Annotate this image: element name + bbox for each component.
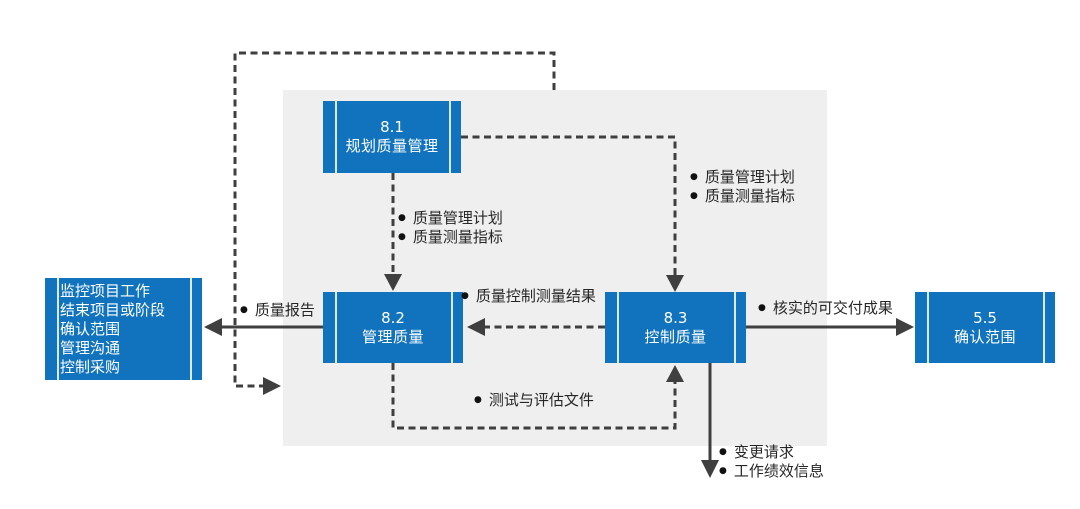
bullet-icon: ●: [690, 191, 698, 201]
bullet-icon: ●: [398, 232, 406, 242]
node-number: 5.5: [973, 308, 997, 327]
node-validate-scope: 5.5 确认范围: [915, 292, 1055, 363]
label-plan-to-manage-artifacts: ● 质量管理计划 ● 质量测量指标: [398, 209, 503, 246]
label-quality-report: ● 质量报告: [240, 301, 315, 319]
bullet-icon: ●: [474, 395, 482, 405]
artifact-item: ● 工作绩效信息: [719, 462, 824, 480]
artifact-text: 质量管理计划: [704, 168, 795, 186]
label-plan-to-control-artifacts: ● 质量管理计划 ● 质量测量指标: [690, 168, 795, 205]
artifact-text: 质量报告: [254, 301, 315, 319]
label-test-docs: ● 测试与评估文件: [474, 391, 594, 409]
label-verified-deliverables: ● 核实的可交付成果: [758, 299, 893, 317]
node-number: 8.1: [380, 118, 404, 136]
artifact-text: 变更请求: [733, 443, 794, 461]
node-number: 8.2: [381, 308, 405, 327]
external-process-item: 结束项目或阶段: [60, 301, 166, 319]
artifact-item: ● 测试与评估文件: [474, 391, 594, 409]
node-label: 确认范围: [953, 327, 1016, 346]
node-label: 管理质量: [361, 327, 424, 346]
external-process-item: 控制采购: [60, 358, 121, 376]
artifact-text: 核实的可交付成果: [772, 299, 893, 317]
artifact-text: 质量测量指标: [704, 187, 795, 205]
bullet-icon: ●: [240, 305, 248, 315]
artifact-text: 质量控制测量结果: [475, 287, 596, 305]
artifact-text: 工作绩效信息: [733, 462, 824, 480]
node-control-quality: 8.3 控制质量: [605, 292, 746, 363]
bullet-icon: ●: [719, 447, 727, 457]
label-control-outputs: ● 变更请求 ● 工作绩效信息: [719, 443, 824, 480]
node-manage-quality: 8.2 管理质量: [323, 292, 463, 363]
arrowhead-left-external: [204, 318, 222, 336]
external-process-item: 确认范围: [60, 320, 121, 338]
node-number: 8.3: [663, 308, 688, 327]
external-process-item: 管理沟通: [60, 339, 121, 357]
artifact-item: ● 质量管理计划: [398, 209, 503, 227]
bullet-icon: ●: [461, 291, 469, 301]
label-control-measurements: ● 质量控制测量结果: [461, 287, 596, 305]
node-label: 规划质量管理: [345, 137, 439, 155]
bullet-icon: ●: [398, 213, 406, 223]
arrowhead-down-outputs: [701, 460, 719, 478]
bullet-icon: ●: [758, 303, 766, 313]
artifact-item: ● 质量测量指标: [690, 187, 795, 205]
artifact-item: ● 变更请求: [719, 443, 824, 461]
artifact-item: ● 质量测量指标: [398, 228, 503, 246]
artifact-item: ● 核实的可交付成果: [758, 299, 893, 317]
node-label: 控制质量: [644, 327, 707, 346]
artifact-item: ● 质量报告: [240, 301, 315, 319]
node-plan-quality-management: 8.1 规划质量管理: [323, 101, 461, 173]
arrowhead-right-validate-scope: [896, 318, 914, 336]
bullet-icon: ●: [690, 172, 698, 182]
artifact-text: 测试与评估文件: [488, 391, 594, 409]
arrowhead-right-feedback: [263, 377, 281, 395]
node-external-processes: 监控项目工作 结束项目或阶段 确认范围 管理沟通 控制采购: [45, 278, 202, 380]
external-process-item: 监控项目工作: [60, 282, 151, 300]
bullet-icon: ●: [719, 466, 727, 476]
artifact-text: 质量管理计划: [412, 209, 503, 227]
artifact-item: ● 质量控制测量结果: [461, 287, 596, 305]
artifact-item: ● 质量管理计划: [690, 168, 795, 186]
artifact-text: 质量测量指标: [412, 228, 503, 246]
